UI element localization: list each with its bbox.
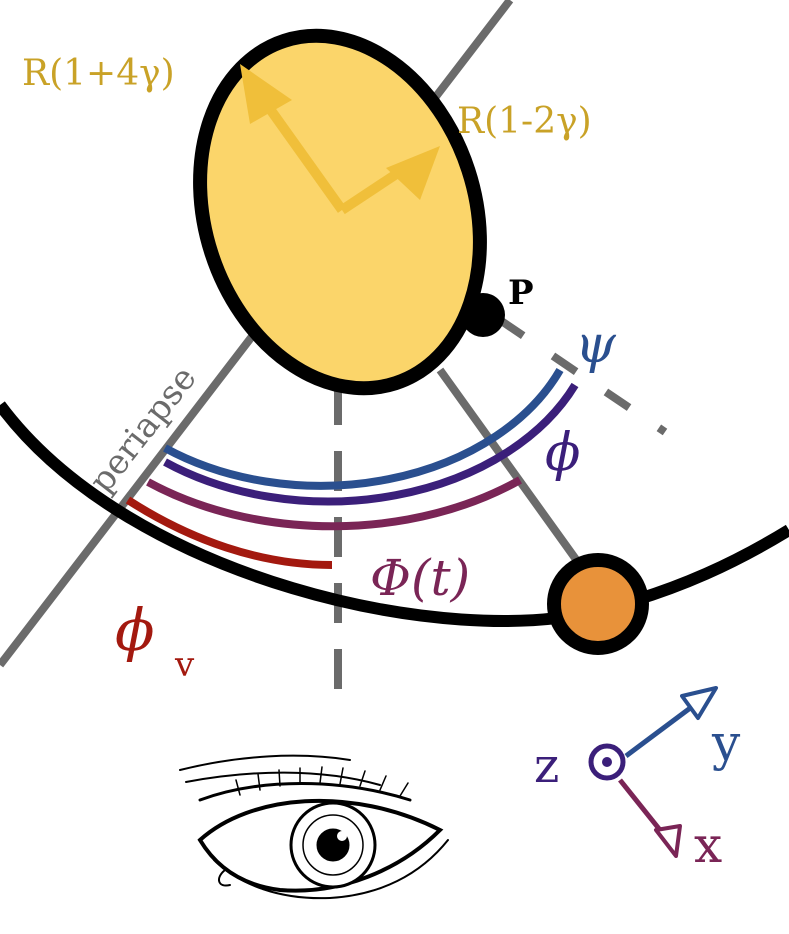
point-p-label: P bbox=[508, 273, 534, 313]
z-axis-label: z bbox=[534, 738, 559, 794]
coordinate-axes: z y x bbox=[534, 686, 741, 874]
psi-arc bbox=[163, 367, 564, 490]
phi-v-subscript: v bbox=[174, 645, 195, 685]
planet-axes bbox=[240, 64, 440, 215]
Phi-t-arc bbox=[146, 476, 522, 531]
moon bbox=[547, 553, 649, 655]
long-axis-label: R(1+4γ) bbox=[22, 53, 175, 94]
y-arrowhead bbox=[680, 686, 718, 720]
x-axis-label: x bbox=[694, 816, 722, 874]
planet bbox=[193, 28, 487, 396]
Phi-t-label: Φ(t) bbox=[370, 549, 470, 607]
y-axis-label: y bbox=[711, 714, 741, 772]
planet-moon-line bbox=[436, 367, 584, 568]
phi-arc bbox=[163, 382, 579, 506]
phi-label: ϕ bbox=[545, 423, 580, 483]
phi-v-label: ϕ bbox=[115, 596, 155, 664]
eye-icon bbox=[179, 754, 449, 900]
short-axis-label: R(1-2γ) bbox=[457, 101, 592, 142]
orbit-path bbox=[0, 401, 789, 627]
phi-v-arc bbox=[125, 496, 333, 569]
point-p-marker bbox=[461, 293, 505, 337]
x-arrowhead bbox=[654, 824, 682, 858]
psi-label: ψ bbox=[575, 315, 617, 375]
